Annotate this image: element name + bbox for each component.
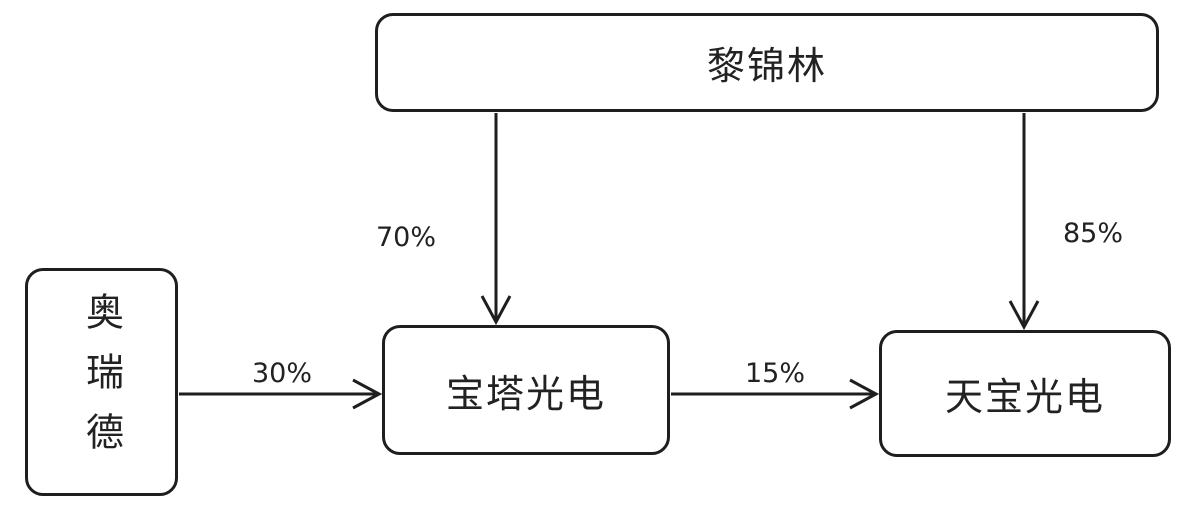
- arrowhead-left-to-middle: [352, 378, 383, 410]
- edge-label-top-to-right: 85%: [1063, 218, 1124, 249]
- node-middle: 宝塔光电: [382, 325, 670, 455]
- node-top: 黎锦林: [375, 13, 1159, 112]
- arrowhead-top-to-right: [1008, 300, 1040, 331]
- node-left-label: 奥瑞德: [79, 292, 124, 472]
- arrowhead-top-to-middle: [480, 295, 512, 326]
- node-left: 奥瑞德: [25, 268, 178, 496]
- node-right: 天宝光电: [879, 330, 1171, 457]
- arrowhead-middle-to-right: [849, 378, 880, 410]
- edge-label-middle-to-right: 15%: [745, 358, 806, 389]
- node-top-label: 黎锦林: [706, 44, 827, 88]
- edge-label-left-to-middle: 30%: [252, 358, 313, 389]
- edge-label-top-to-middle: 70%: [376, 222, 437, 253]
- node-right-label: 天宝光电: [944, 375, 1105, 419]
- node-middle-label: 宝塔光电: [445, 371, 606, 416]
